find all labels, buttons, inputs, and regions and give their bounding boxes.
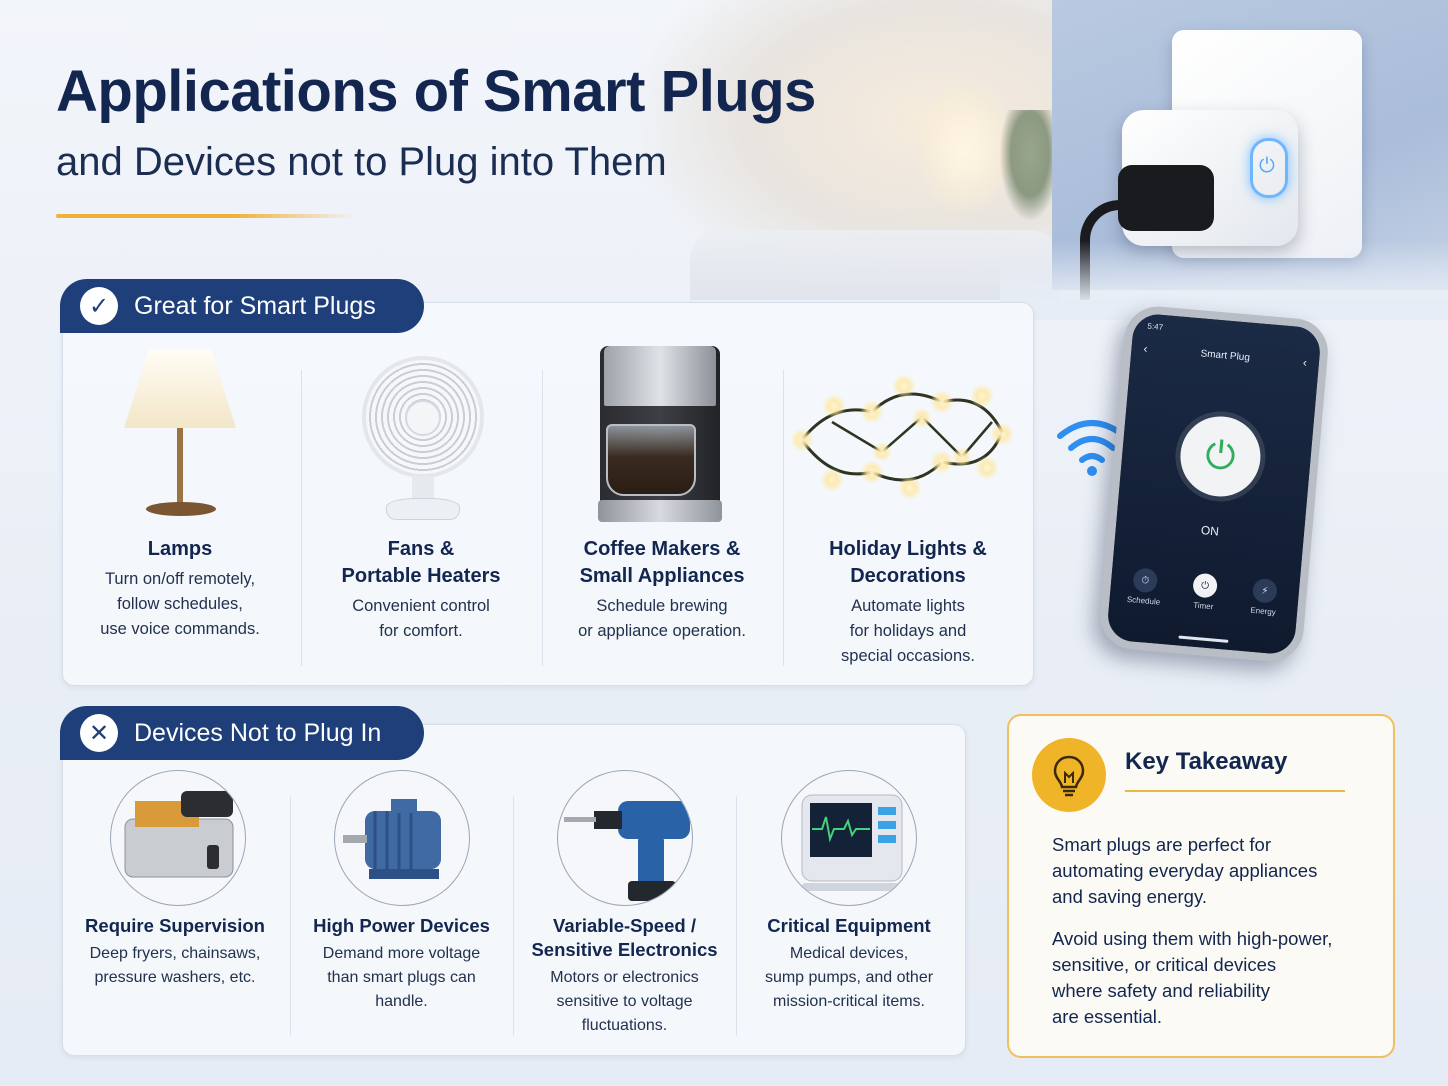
great-item-holiday-lights: Holiday Lights & Decorations Automate li… [786, 536, 1030, 669]
phone-status-time: 5:47 [1147, 321, 1164, 332]
great-item-fans: Fans & Portable Heaters Convenient contr… [303, 536, 539, 644]
item-description: Deep fryers, chainsaws, pressure washers… [89, 945, 261, 986]
great-section-banner: ✓ Great for Smart Plugs [60, 279, 424, 333]
item-title: High Power Devices [313, 915, 490, 936]
lightbulb-icon [1032, 738, 1106, 812]
background-lamp-glow [920, 90, 1010, 210]
power-state-label: ON [1200, 523, 1220, 539]
phone-screen: 5:47 ‹ Smart Plug ‹ ⏻ ON ⏱ Schedule ⏻ Ti… [1106, 312, 1322, 656]
not-item-critical-equipment: Critical Equipment Medical devices, sump… [738, 914, 960, 1014]
column-divider [290, 796, 291, 1036]
key-takeaway-paragraph-1: Smart plugs are perfect for automating e… [1052, 834, 1318, 907]
item-description: Turn on/off remotely, follow schedules, … [100, 570, 260, 638]
great-section-title: Great for Smart Plugs [134, 291, 376, 320]
coffee-maker-top [604, 346, 716, 406]
item-description: Convenient control for comfort. [352, 597, 490, 640]
lamp-base [146, 502, 216, 516]
smartphone-app: 5:47 ‹ Smart Plug ‹ ⏻ ON ⏱ Schedule ⏻ Ti… [1097, 303, 1331, 665]
item-title: Require Supervision [85, 915, 265, 936]
energy-label: Energy [1250, 605, 1277, 617]
item-title: Variable-Speed / Sensitive Electronics [531, 915, 718, 960]
home-indicator [1178, 635, 1229, 643]
great-item-lamps: Lamps Turn on/off remotely, follow sched… [64, 536, 296, 642]
background-sofa [690, 230, 1060, 300]
item-description: Medical devices, sump pumps, and other m… [764, 945, 934, 1010]
great-for-smart-plugs-panel [62, 302, 1034, 686]
column-divider [542, 370, 543, 666]
item-description: Automate lights for holidays and special… [841, 597, 975, 665]
schedule-button[interactable]: ⏱ [1132, 567, 1159, 594]
page-subtitle: and Devices not to Plug into Them [56, 140, 667, 184]
item-title: Lamps [147, 538, 213, 560]
item-title: Coffee Makers & Small Appliances [579, 538, 745, 587]
key-takeaway-underline [1125, 790, 1345, 792]
not-item-variable-speed: Variable-Speed / Sensitive Electronics M… [515, 914, 734, 1038]
item-title: Holiday Lights & Decorations [829, 538, 987, 587]
timer-button[interactable]: ⏻ [1192, 572, 1219, 599]
column-divider [783, 370, 784, 666]
energy-button[interactable]: ⚡ [1251, 577, 1278, 604]
fan-base [386, 498, 460, 520]
column-divider [736, 796, 737, 1036]
plug-connector [1118, 165, 1214, 231]
coffee-maker-base [598, 500, 722, 522]
item-description: Schedule brewing or appliance operation. [578, 597, 746, 640]
key-takeaway-paragraph-2: Avoid using them with high-power, sensit… [1052, 928, 1333, 1027]
x-circle-icon: ✕ [80, 714, 118, 752]
deep-fryer-icon [110, 770, 246, 906]
not-item-high-power: High Power Devices Demand more voltage t… [292, 914, 511, 1014]
title-underline [56, 214, 356, 218]
lamp-stem [177, 428, 183, 504]
column-divider [513, 796, 514, 1036]
item-description: Demand more voltage than smart plugs can… [322, 945, 481, 1010]
coffee-pot [606, 424, 696, 496]
schedule-label: Schedule [1126, 594, 1161, 607]
page-title: Applications of Smart Plugs [56, 59, 816, 124]
power-button-icon[interactable]: ⏻ [1177, 413, 1264, 500]
wall-fade [1000, 240, 1448, 320]
fan-neck [412, 476, 434, 502]
column-divider [301, 370, 302, 666]
not-section-banner: ✕ Devices Not to Plug In [60, 706, 424, 760]
power-drill-icon [557, 770, 693, 906]
electric-motor-icon [334, 770, 470, 906]
background-plant [1000, 110, 1060, 220]
item-description: Motors or electronics sensitive to volta… [550, 969, 699, 1034]
great-item-coffee-makers: Coffee Makers & Small Appliances Schedul… [544, 536, 780, 644]
item-title: Fans & Portable Heaters [341, 538, 501, 587]
app-title: Smart Plug [1200, 348, 1251, 364]
check-circle-icon: ✓ [80, 287, 118, 325]
item-title: Critical Equipment [767, 915, 931, 936]
not-section-title: Devices Not to Plug In [134, 718, 382, 747]
smart-plug-power-icon [1250, 138, 1288, 198]
key-takeaway-title: Key Takeaway [1125, 748, 1288, 775]
string-lights-icon [792, 374, 1014, 500]
fan-hub [405, 400, 441, 436]
not-item-require-supervision: Require Supervision Deep fryers, chainsa… [64, 914, 286, 990]
timer-label: Timer [1192, 600, 1214, 612]
medical-monitor-icon [781, 770, 917, 906]
